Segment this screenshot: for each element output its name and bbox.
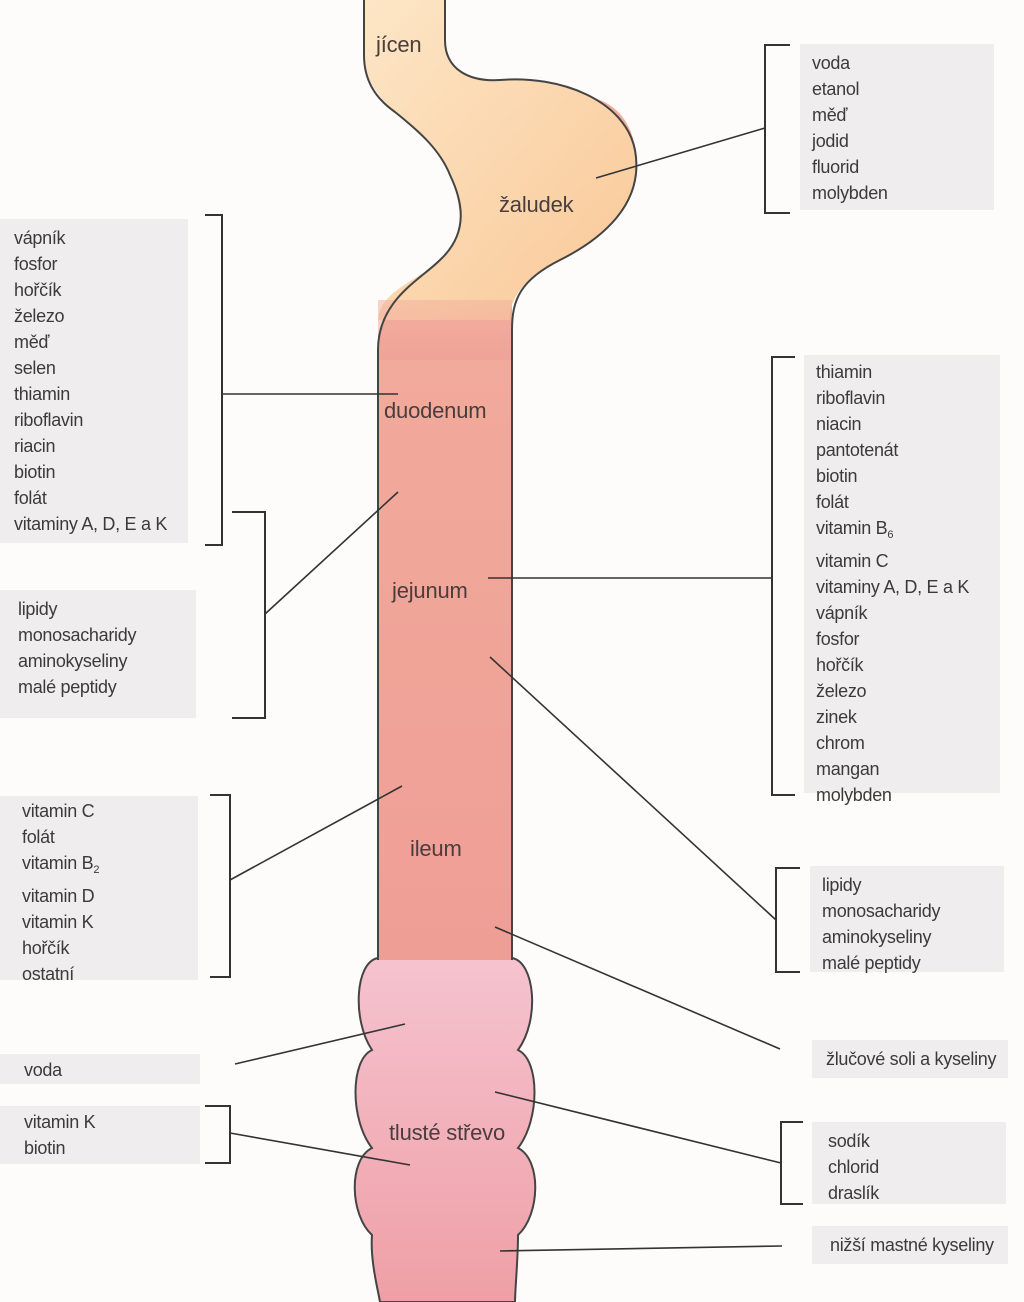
list-item: měď <box>812 105 848 125</box>
tract-outline-left <box>363 0 462 960</box>
tract-outline-right <box>444 0 638 960</box>
list-item: etanol <box>812 79 860 99</box>
list-item: vitamin B6 <box>816 518 894 541</box>
list-item: molybden <box>816 785 892 805</box>
list-item: biotin <box>816 466 858 486</box>
list-item: thiamin <box>14 384 70 404</box>
list-item: biotin <box>24 1138 66 1158</box>
box-vitk: vitamin K biotin <box>0 1106 200 1164</box>
list-item: malé peptidy <box>822 953 921 973</box>
list-item: hořčík <box>14 280 62 300</box>
list-item: voda <box>812 53 850 73</box>
list-item: folát <box>14 488 47 508</box>
list-item: monosacharidy <box>18 625 137 645</box>
list-item: vitamin K <box>22 912 94 932</box>
list-item: draslík <box>828 1183 879 1203</box>
list-item: železo <box>14 306 65 326</box>
list-item: riboflavin <box>14 410 84 430</box>
list-item: měď <box>14 332 50 352</box>
right-brackets <box>764 44 803 1205</box>
list-item: vitamin C <box>816 551 889 571</box>
label-jicen: jícen <box>376 32 422 57</box>
label-jejunum: jejunum <box>392 578 468 603</box>
list-item: hořčík <box>22 938 70 958</box>
list-item: železo <box>816 681 867 701</box>
box-mastne: nižší mastné kyseliny <box>812 1226 1008 1264</box>
list-item: pantotenát <box>816 440 899 460</box>
list-item: monosacharidy <box>822 901 941 921</box>
list-item: chlorid <box>828 1157 879 1177</box>
box-ileum-left: vitamin C folát vitamin B2 vitamin D vit… <box>0 796 198 984</box>
box-zaludek: voda etanol měď jodid fluorid molybden <box>800 44 994 210</box>
list-item: riacin <box>14 436 56 456</box>
stomach-shape <box>364 0 637 320</box>
box-duodenum: vápník fosfor hořčík železo měď selen th… <box>0 219 188 543</box>
list-item: selen <box>14 358 56 378</box>
list-item: thiamin <box>816 362 872 382</box>
label-ileum: ileum <box>410 836 462 861</box>
list-item: malé peptidy <box>18 677 117 697</box>
box-ions: sodík chlorid draslík <box>812 1122 1006 1204</box>
list-item: ostatní <box>22 964 74 984</box>
list-item: niacin <box>816 414 862 434</box>
list-item: zinek <box>816 707 857 727</box>
subscript: 2 <box>93 864 100 876</box>
list-item: vápník <box>14 228 66 248</box>
list-item: molybden <box>812 183 888 203</box>
list-item: vitamin B2 <box>22 853 100 876</box>
list-item: lipidy <box>822 875 862 895</box>
list-item: riboflavin <box>816 388 886 408</box>
label-tluste-strevo: tlusté střevo <box>389 1120 506 1145</box>
list-item: aminokyseliny <box>822 927 932 947</box>
subscript: 6 <box>887 529 894 541</box>
list-item: vitamin C <box>22 801 95 821</box>
left-brackets <box>205 214 266 1164</box>
list-item: biotin <box>14 462 56 482</box>
list-item: jodid <box>812 131 849 151</box>
list-item: fosfor <box>14 254 58 274</box>
list-item: lipidy <box>18 599 58 619</box>
box-macro-left: lipidy monosacharidy aminokyseliny malé … <box>0 590 196 718</box>
list-item: voda <box>24 1060 62 1080</box>
list-item: nižší mastné kyseliny <box>830 1235 994 1255</box>
list-item: žlučové soli a kyseliny <box>826 1049 997 1069</box>
list-item: vápník <box>816 603 868 623</box>
list-item: vitaminy A, D, E a K <box>816 577 970 597</box>
label-duodenum: duodenum <box>384 398 487 423</box>
list-item: fluorid <box>812 157 859 177</box>
box-voda: voda <box>0 1054 200 1084</box>
list-item: chrom <box>816 733 865 753</box>
list-item: sodík <box>828 1131 870 1151</box>
label-zaludek: žaludek <box>499 192 574 217</box>
box-jejunum: thiamin riboflavin niacin pantotenát bio… <box>804 355 1000 805</box>
box-ileum-macro: lipidy monosacharidy aminokyseliny malé … <box>810 866 1004 973</box>
list-item: vitamin D <box>22 886 95 906</box>
list-item: vitamin K <box>24 1112 96 1132</box>
list-item: fosfor <box>816 629 860 649</box>
list-item: hořčík <box>816 655 864 675</box>
list-item: folát <box>22 827 55 847</box>
colon-shape <box>353 957 537 1302</box>
list-item: mangan <box>816 759 880 779</box>
list-item: folát <box>816 492 849 512</box>
list-item: vitaminy A, D, E a K <box>14 514 168 534</box>
list-item: aminokyseliny <box>18 651 128 671</box>
connector-lines <box>222 127 783 1252</box>
box-zlucove: žlučové soli a kyseliny <box>812 1040 1008 1078</box>
